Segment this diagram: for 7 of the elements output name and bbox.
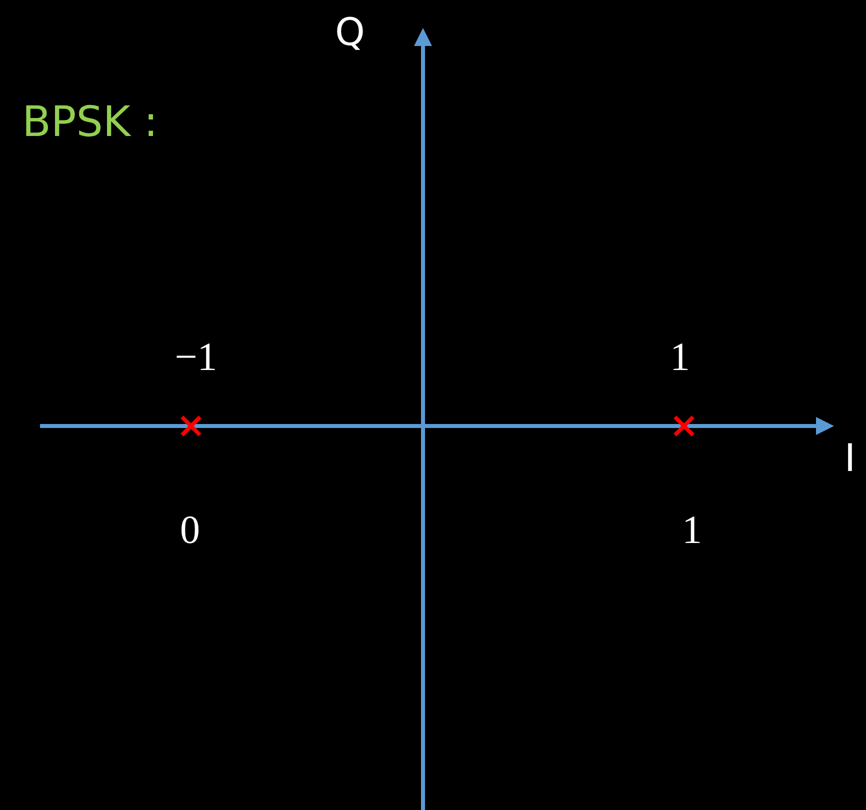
axis-label: Q <box>335 13 365 51</box>
axis-label: I <box>844 439 856 477</box>
point-value: 1 <box>670 337 690 377</box>
title-text: BPSK : <box>22 101 158 143</box>
bit-label: 0 <box>180 510 200 550</box>
point-value: −1 <box>174 337 218 377</box>
bit-label: 1 <box>682 510 702 550</box>
